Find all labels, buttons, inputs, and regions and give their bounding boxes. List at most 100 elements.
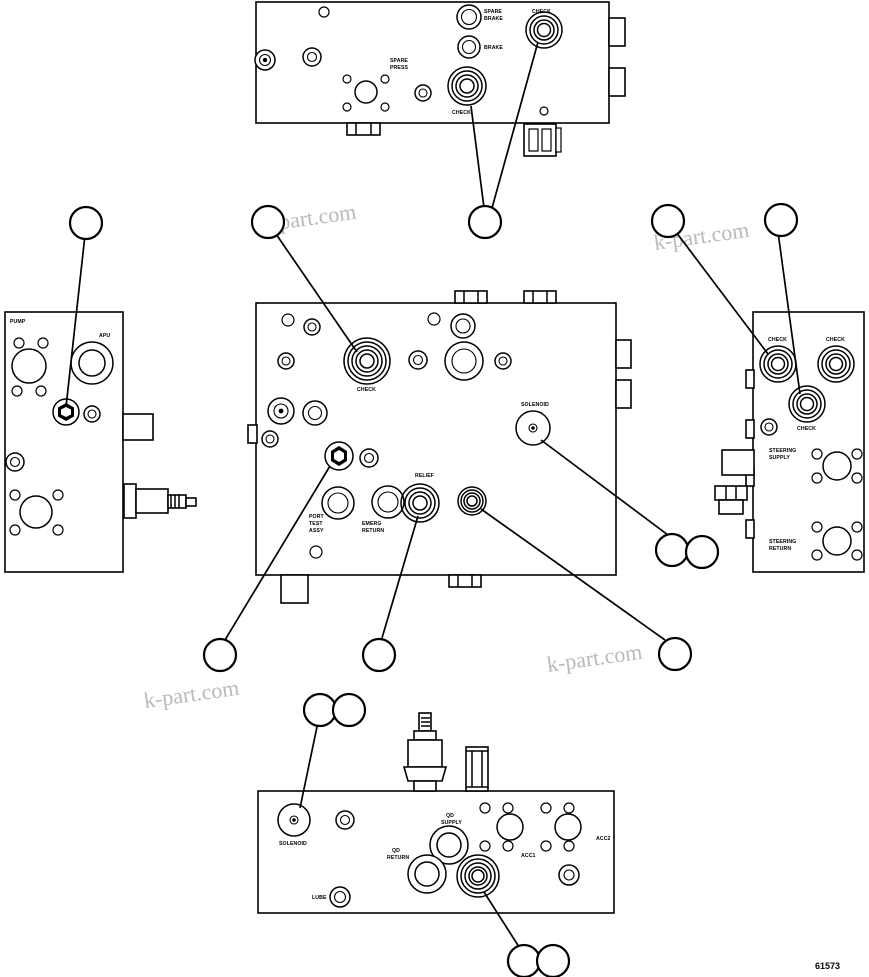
port-label-acc2: ACC2 (596, 836, 611, 842)
bottom-block-valve (402, 712, 448, 792)
port-label-spare-press: SPARE (390, 58, 408, 64)
callout-balloon[interactable] (202, 637, 238, 673)
hole (558, 864, 580, 886)
port-label-relief: RELIEF (415, 473, 434, 479)
callout-balloon[interactable] (361, 637, 397, 673)
callout-balloon[interactable] (535, 943, 571, 977)
hole (354, 80, 378, 104)
callout-balloon[interactable] (250, 204, 286, 240)
hole (563, 802, 575, 814)
hole (444, 341, 484, 381)
hex-plug-center[interactable] (324, 441, 354, 471)
port-check-right-1[interactable]: CHECK (759, 337, 797, 383)
center-manifold-block[interactable]: CHECK SOLENOID (247, 290, 632, 604)
hole (811, 521, 823, 533)
port-solenoid-center[interactable]: SOLENOID (515, 402, 551, 446)
top-block-connector (523, 123, 562, 157)
hole (318, 6, 330, 18)
port-acc1: ACC1 (479, 802, 536, 859)
callout-balloon[interactable] (657, 636, 693, 672)
port-label-solenoid-center: SOLENOID (521, 402, 549, 408)
port-label-steering-supply-2: SUPPLY (769, 455, 790, 461)
port-label-check-center: CHECK (357, 387, 376, 393)
hole (261, 430, 279, 448)
hole (13, 337, 25, 349)
right-manifold-block[interactable]: CHECK CHECK CHECK STEERING SUPPLY (714, 311, 865, 573)
top-block-right-fittings (608, 17, 626, 97)
port-label-steering-return: STEERING (769, 539, 796, 545)
port-label-test-2: TEST (309, 521, 323, 527)
hole (822, 526, 852, 556)
port-qd-return[interactable]: QD RETURN (387, 848, 447, 894)
left-block-side-fitting (123, 483, 197, 519)
left-manifold-block[interactable]: PUMP APU (4, 311, 197, 573)
port-apu[interactable] (70, 341, 114, 385)
port-relief[interactable]: RELIEF (400, 473, 440, 523)
port-label-spare-brake: SPARE (484, 9, 502, 15)
hole (427, 312, 441, 326)
port-label-qd-return: QD (392, 848, 400, 854)
bottom-manifold-block[interactable]: SOLENOID LUBE QD SUPPLY QD RETURN (257, 712, 615, 914)
port-label-brake: BRAKE (484, 45, 503, 51)
port-label-steering-return-2: RETURN (769, 546, 791, 552)
port-label-apu: APU (99, 333, 110, 339)
hole (380, 102, 390, 112)
hex-plug-left[interactable] (52, 398, 80, 426)
port-check-top[interactable]: CHECK (447, 66, 487, 116)
callout-balloon[interactable] (331, 692, 367, 728)
port-label-pump: PUMP (10, 319, 26, 325)
hole (9, 489, 21, 501)
port-solenoid-bottom[interactable]: SOLENOID (277, 803, 311, 847)
port-brake[interactable]: BRAKE (457, 35, 503, 59)
port-emerg-return: EMERG RETURN (362, 521, 384, 534)
hole (414, 84, 432, 102)
hole (52, 524, 64, 536)
port-check-center[interactable]: CHECK (343, 337, 391, 393)
port-check-top-right[interactable]: CHECK (525, 9, 563, 49)
callout-balloon[interactable] (654, 532, 690, 568)
center-block-bottom-fittings (280, 574, 482, 604)
port-steering-supply: STEERING SUPPLY (769, 448, 863, 484)
hole (35, 385, 47, 397)
port-check-small-center[interactable] (457, 486, 487, 516)
right-block-tab (745, 369, 755, 389)
callout-balloon[interactable] (684, 534, 720, 570)
port-check-right-3[interactable]: CHECK (788, 385, 826, 432)
port-check-right-2[interactable]: CHECK (817, 337, 855, 383)
bottom-block-leaders (299, 721, 522, 951)
right-block-body (752, 311, 865, 573)
port-steering-return: STEERING RETURN (769, 521, 863, 561)
port-label-test-3: ASSY (309, 528, 324, 534)
callout-balloon[interactable] (650, 203, 686, 239)
port-check-bottom[interactable] (456, 854, 500, 898)
callout-balloon[interactable] (302, 692, 338, 728)
callout-balloon[interactable] (68, 205, 104, 241)
top-manifold-block[interactable]: SPARE BRAKE BRAKE SPARE PRESS CHECK (254, 1, 626, 157)
port-label-steering-supply: STEERING (769, 448, 796, 454)
hole (371, 485, 405, 519)
hole (321, 486, 355, 520)
callout-balloon[interactable] (763, 202, 799, 238)
hole (19, 495, 53, 529)
port-label-emerg-return: EMERG (362, 521, 382, 527)
port-spare-press: SPARE PRESS (390, 58, 408, 71)
watermark-group: k-part.com k-part.com k-part.com k-part.… (142, 199, 750, 713)
port-spare-brake[interactable]: SPARE BRAKE (456, 4, 503, 30)
hole (822, 451, 852, 481)
hole (851, 448, 863, 460)
top-block-leaders (470, 41, 539, 209)
port-label-solenoid-bottom: SOLENOID (279, 841, 307, 847)
right-block-tab (745, 519, 755, 539)
callout-balloon[interactable] (506, 943, 542, 977)
port-qd-supply[interactable]: QD SUPPLY (429, 813, 469, 865)
hole (9, 524, 21, 536)
callout-balloon[interactable] (467, 204, 503, 240)
hole (811, 472, 823, 484)
port-label-lube: LUBE (312, 895, 327, 901)
hole (302, 47, 322, 67)
hole (479, 802, 491, 814)
port-label-check-right-3: CHECK (797, 426, 816, 432)
port-label-acc1: ACC1 (521, 853, 536, 859)
port-lube[interactable]: LUBE (312, 886, 351, 908)
